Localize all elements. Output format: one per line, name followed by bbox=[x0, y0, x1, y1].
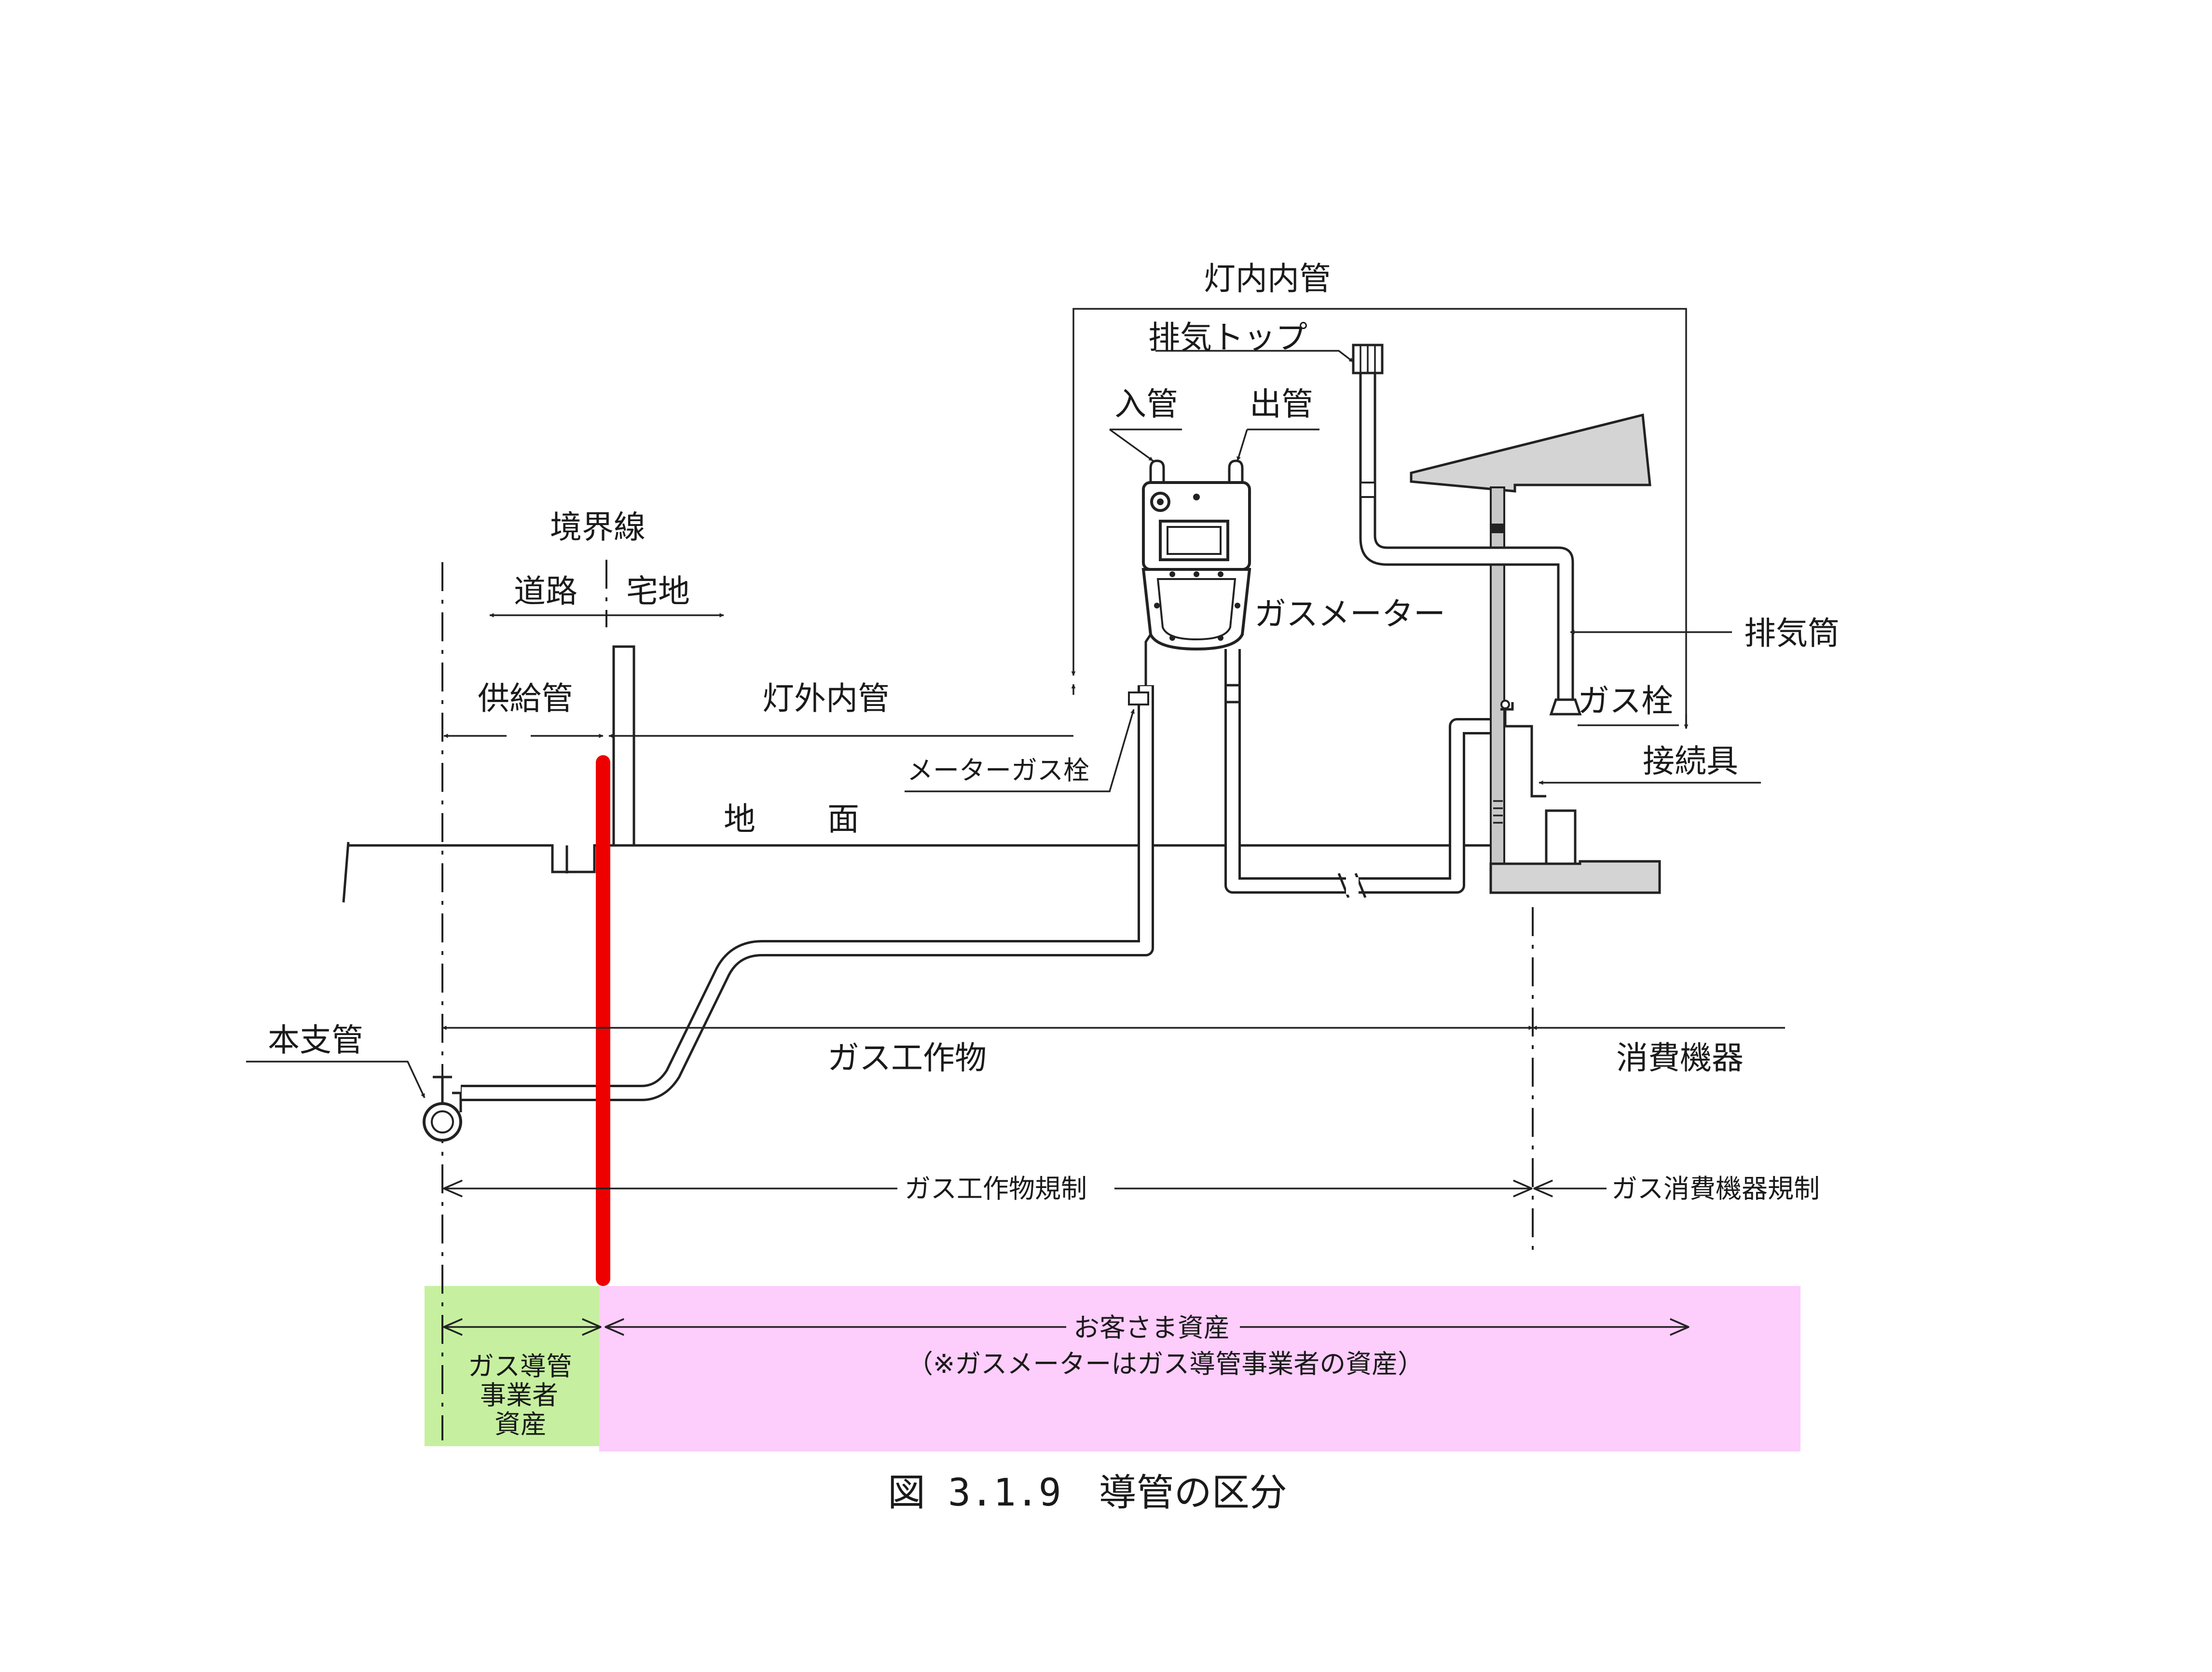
label-customer-asset-note: （※ガスメーターはガス導管事業者の資産） bbox=[907, 1349, 1424, 1379]
label-ground-ji: 地 bbox=[724, 801, 756, 838]
label-inlet-pipe: 入管 bbox=[1114, 386, 1178, 423]
label-outdoor-inner-pipe: 灯外内管 bbox=[762, 680, 890, 717]
gas-cock-icon bbox=[1500, 700, 1546, 798]
figure-caption: 図 3.1.9 導管の区分 bbox=[888, 1471, 1287, 1515]
indoor-pipe-bracket bbox=[1072, 308, 1687, 729]
label-customer-asset: お客さま資産 bbox=[1073, 1313, 1230, 1343]
service-pipe bbox=[461, 685, 1154, 1101]
meter-valve-leader bbox=[905, 709, 1135, 792]
label-exhaust-top: 排気トップ bbox=[1148, 319, 1307, 356]
building-section bbox=[1410, 413, 1661, 894]
label-residential-lot: 宅地 bbox=[626, 573, 690, 610]
label-connector: 接続具 bbox=[1643, 743, 1738, 780]
label-indoor-inner-pipe: 灯内内管 bbox=[1204, 260, 1331, 297]
label-ground-men: 面 bbox=[827, 801, 859, 838]
label-road: 道路 bbox=[514, 573, 577, 610]
label-boundary-line: 境界線 bbox=[550, 509, 646, 546]
meter-gas-valve-icon bbox=[1128, 691, 1149, 705]
label-outlet-pipe: 出管 bbox=[1250, 386, 1313, 423]
gas-meter-icon bbox=[1141, 459, 1251, 651]
exhaust-system-icon bbox=[1352, 344, 1582, 865]
label-consumer-appliance: 消費機器 bbox=[1616, 1039, 1744, 1077]
label-gas-meter: ガスメーター bbox=[1254, 595, 1445, 633]
label-service-pipe: 供給管 bbox=[478, 680, 573, 717]
main-pipe-leader bbox=[246, 1061, 426, 1098]
label-meter-gas-valve: メーターガス栓 bbox=[907, 755, 1089, 786]
customer-asset-band bbox=[599, 1286, 1800, 1451]
label-gas-facility: ガス工作物 bbox=[827, 1039, 987, 1077]
outlet-pipe bbox=[1224, 649, 1505, 894]
label-facility-regulation: ガス工作物規制 bbox=[905, 1174, 1087, 1204]
label-operator-asset-2: 事業者 bbox=[480, 1380, 558, 1410]
label-operator-asset-3: 資産 bbox=[495, 1409, 547, 1439]
boundary-wall bbox=[612, 645, 635, 847]
exhaust-top-leader bbox=[1155, 350, 1354, 363]
outlet-leader bbox=[1237, 428, 1319, 461]
operator-asset-band bbox=[425, 1286, 599, 1446]
label-gas-cock: ガス栓 bbox=[1578, 682, 1673, 719]
inlet-leader bbox=[1109, 428, 1182, 461]
label-main-pipe: 本支管 bbox=[268, 1022, 363, 1059]
label-appliance-regulation: ガス消費機器規制 bbox=[1611, 1174, 1820, 1204]
label-operator-asset-1: ガス導管 bbox=[468, 1351, 572, 1382]
label-exhaust-pipe: 排気筒 bbox=[1744, 615, 1840, 652]
